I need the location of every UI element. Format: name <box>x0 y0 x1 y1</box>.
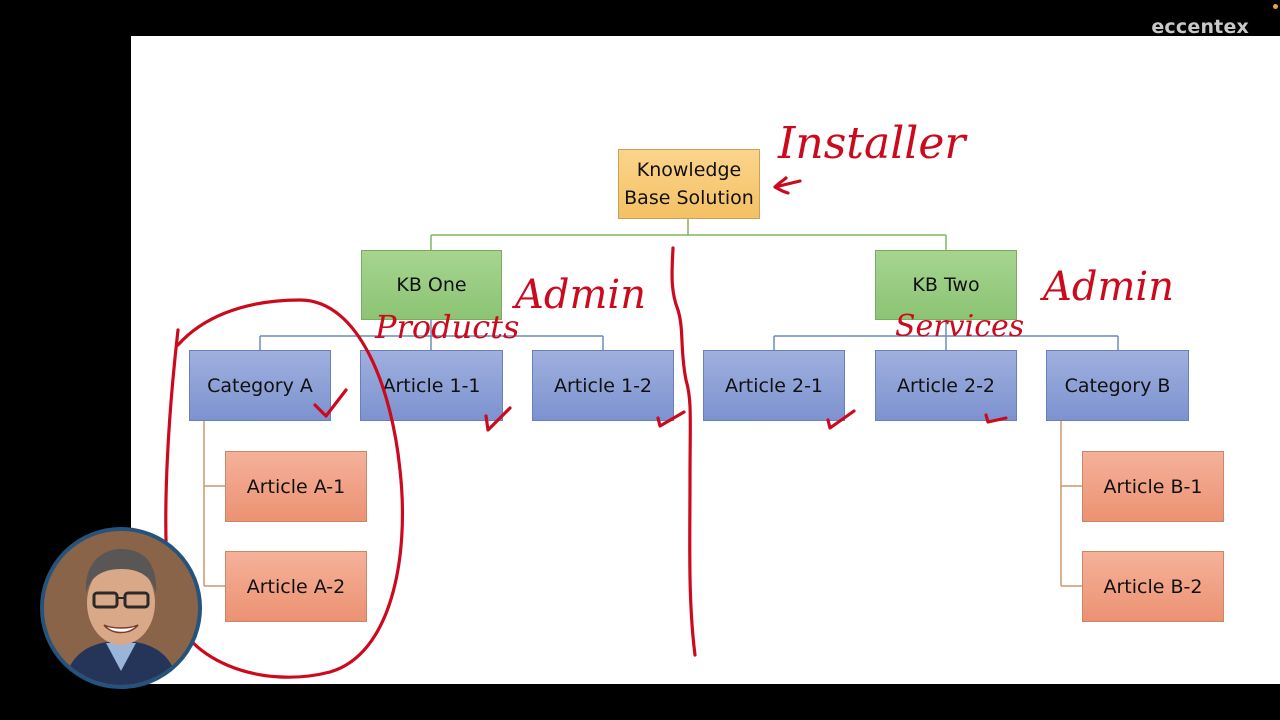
annotation-installer: Installer <box>777 118 968 169</box>
node-article-a-1[interactable]: Article A-1 <box>225 451 367 522</box>
node-article-2-2[interactable]: Article 2-2 <box>875 350 1017 421</box>
check-icon <box>313 388 348 418</box>
node-label: Article A-2 <box>246 575 346 598</box>
node-article-1-2[interactable]: Article 1-2 <box>532 350 674 421</box>
node-label: KB Two <box>912 274 980 296</box>
brand-logo: eccentex <box>1151 16 1249 38</box>
node-article-b-1[interactable]: Article B-1 <box>1082 451 1224 522</box>
presenter-avatar <box>40 527 202 689</box>
node-label-line2: Base Solution <box>624 187 754 209</box>
node-label: Article A-1 <box>246 475 346 498</box>
node-label: Article B-1 <box>1103 475 1203 498</box>
node-label: Article 1-2 <box>553 374 653 397</box>
annotation-admin-left: Admin <box>511 272 646 318</box>
ink-divider-line <box>670 246 697 657</box>
node-knowledge-base-solution[interactable]: Knowledge Base Solution <box>618 149 760 219</box>
ink-circle-category-a <box>164 298 404 679</box>
check-icon <box>484 406 512 432</box>
check-icon <box>984 413 1008 424</box>
node-label: Article 2-2 <box>896 374 996 397</box>
recording-indicator <box>1273 4 1278 9</box>
node-article-a-2[interactable]: Article A-2 <box>225 551 367 622</box>
check-icon <box>656 410 686 428</box>
node-label: Category A <box>207 374 313 397</box>
annotation-services: Services <box>895 309 1024 344</box>
node-label: Article B-2 <box>1103 575 1203 598</box>
arrow-icon <box>773 176 802 195</box>
node-category-b[interactable]: Category B <box>1046 350 1189 421</box>
annotation-admin-right: Admin <box>1039 264 1174 310</box>
node-label: Category B <box>1064 374 1171 397</box>
node-kb-one[interactable]: KB One <box>361 250 502 320</box>
org-chart-connectors <box>203 219 1119 587</box>
node-article-b-2[interactable]: Article B-2 <box>1082 551 1224 622</box>
node-label-line1: Knowledge <box>636 159 742 181</box>
node-label: KB One <box>396 274 467 296</box>
node-label: Article 1-1 <box>382 374 481 397</box>
annotation-products: Products <box>374 308 519 346</box>
person-icon <box>44 531 198 685</box>
node-category-a[interactable]: Category A <box>189 350 331 421</box>
check-icon <box>826 409 856 430</box>
node-label: Article 2-1 <box>724 374 824 397</box>
slide-canvas: Knowledge Base Solution KB One KB Two Ca… <box>131 36 1280 684</box>
node-article-2-1[interactable]: Article 2-1 <box>703 350 845 421</box>
node-kb-two[interactable]: KB Two <box>875 250 1017 320</box>
